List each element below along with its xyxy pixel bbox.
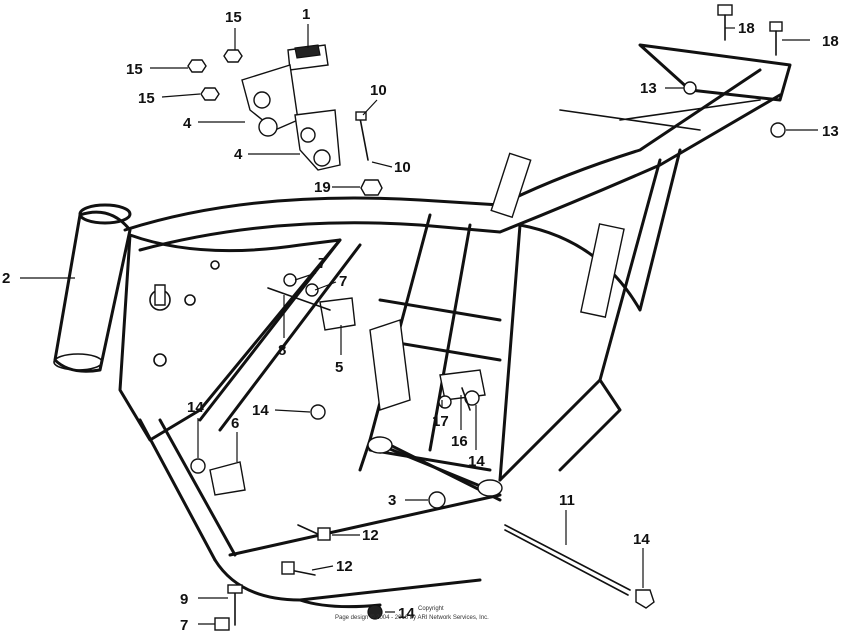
callout-14-mid: 14 — [252, 402, 269, 419]
callout-4-upper: 4 — [183, 115, 192, 132]
callout-6: 6 — [231, 415, 239, 432]
callout-8: 8 — [278, 342, 286, 359]
callout-11: 11 — [559, 492, 575, 509]
callout-15-top: 15 — [225, 9, 242, 26]
copyright-line2: Page design © 2004 - 2016 by ARI Network… — [335, 614, 489, 621]
callout-12-lower: 12 — [336, 558, 353, 575]
callout-14-center: 14 — [468, 453, 485, 470]
frame-body — [53, 43, 792, 609]
callout-7-b: 7 — [339, 273, 347, 290]
callout-13-right: 13 — [822, 123, 839, 140]
callout-1: 1 — [302, 6, 310, 23]
callout-5: 5 — [335, 359, 343, 376]
callout-14-right: 14 — [633, 531, 650, 548]
callout-10-upper: 10 — [370, 82, 387, 99]
callout-18-left: 18 — [738, 20, 755, 37]
callout-16: 16 — [451, 433, 468, 450]
copyright-line1: Copyright — [418, 606, 444, 612]
callout-14-left: 14 — [187, 399, 204, 416]
callout-7-c: 7 — [180, 617, 188, 634]
callout-7-a: 7 — [318, 255, 326, 272]
callout-4-lower: 4 — [234, 146, 243, 163]
callout-9: 9 — [180, 591, 188, 608]
copyright-notice: Copyright Page design © 2004 - 2016 by A… — [335, 606, 489, 621]
callout-10-lower: 10 — [394, 159, 411, 176]
callout-15-lower: 15 — [138, 90, 155, 107]
callout-15-mid: 15 — [126, 61, 143, 78]
leader-lines — [20, 24, 818, 625]
callout-12-upper: 12 — [362, 527, 379, 544]
callout-2: 2 — [2, 270, 10, 287]
loose-parts — [187, 4, 786, 631]
callout-17: 17 — [432, 413, 449, 430]
callout-19: 19 — [314, 179, 331, 196]
callout-18-right: 18 — [822, 33, 839, 50]
callout-13-left: 13 — [640, 80, 657, 97]
callout-3: 3 — [388, 492, 396, 509]
callout-14-bottom: 14 — [398, 605, 415, 622]
callout-labels: 1 2 3 4 4 5 6 7 7 7 8 9 10 10 11 12 12 1… — [2, 6, 839, 634]
